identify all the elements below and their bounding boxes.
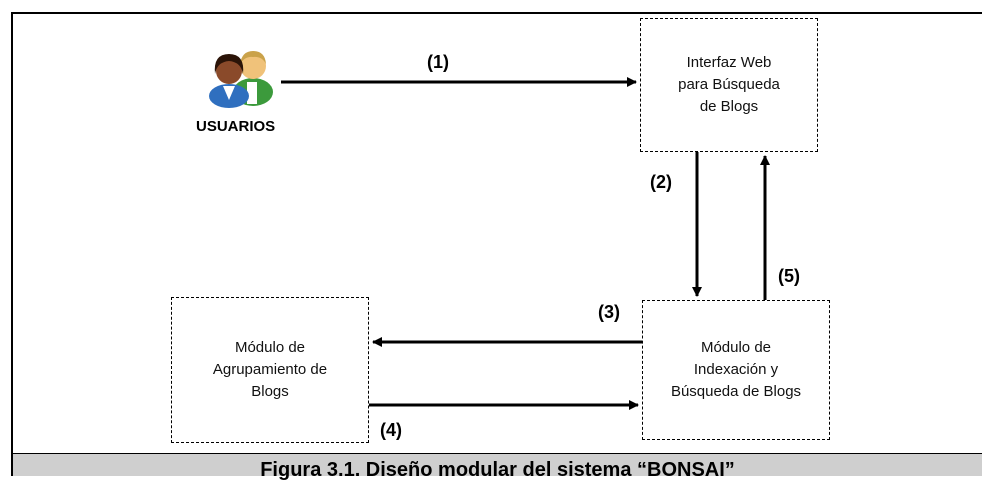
arrow-label-4: (4) (380, 420, 402, 440)
figure-caption-bar: Figura 3.1. Diseño modular del sistema “… (11, 453, 982, 481)
arrow-label-2: (2) (650, 172, 672, 192)
diagram-frame (11, 12, 982, 476)
users-label: USUARIOS (196, 118, 276, 135)
clustering-text: Módulo de Agrupamiento de Blogs (212, 339, 328, 400)
clustering-box: Módulo de Agrupamiento de Blogs (171, 297, 369, 443)
arrow-label-5: (5) (778, 266, 800, 286)
figure-caption: Figura 3.1. Diseño modular del sistema “… (260, 459, 735, 481)
indexing-search-box: Módulo de Indexación y Búsqueda de Blogs (642, 300, 830, 440)
arrow-label-1: (1) (427, 52, 449, 72)
indexing-search-text: Módulo de Indexación y Búsqueda de Blogs (670, 339, 802, 400)
web-interface-box: Interfaz Web para Búsqueda de Blogs (640, 18, 818, 152)
web-interface-text: Interfaz Web para Búsqueda de Blogs (678, 54, 780, 115)
users-actor (207, 44, 279, 108)
users-icon (209, 51, 273, 108)
arrow-label-3: (3) (598, 302, 620, 322)
